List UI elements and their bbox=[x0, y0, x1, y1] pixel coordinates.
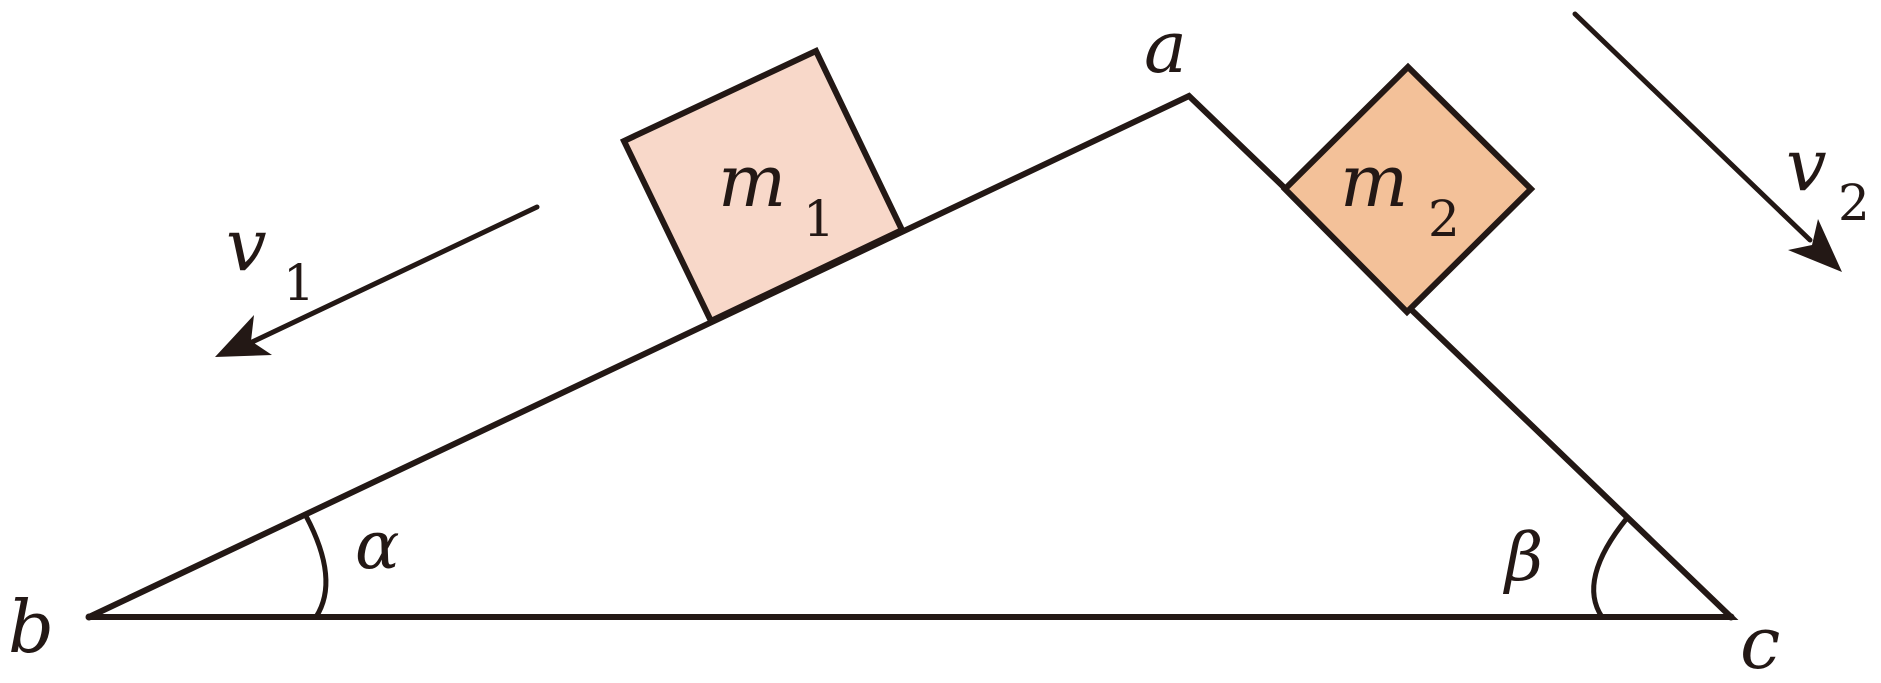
angle-beta-label: β bbox=[1502, 519, 1543, 596]
velocity-v2-subscript: 2 bbox=[1838, 174, 1870, 232]
block-m2-subscript: 2 bbox=[1428, 190, 1460, 248]
block-m1 bbox=[619, 47, 907, 325]
vertex-c-label: c bbox=[1740, 601, 1780, 683]
velocity-v1-label: v bbox=[226, 203, 267, 287]
angle-beta-arc bbox=[1591, 516, 1629, 619]
velocity-v1-arrow-shaft bbox=[247, 204, 540, 346]
angle-alpha-label: α bbox=[355, 507, 400, 584]
velocity-v2-arrow-shaft bbox=[1572, 11, 1813, 243]
velocity-v1-arrowhead bbox=[215, 315, 272, 357]
angle-alpha-arc bbox=[303, 514, 329, 619]
block-m2 bbox=[1280, 62, 1536, 317]
wedge-triangle bbox=[87, 92, 1739, 620]
velocity-v1-subscript: 1 bbox=[283, 254, 315, 312]
velocity-v2-label: v bbox=[1786, 123, 1827, 207]
block-m2-label: m bbox=[1340, 139, 1408, 223]
vertex-c-dot bbox=[1727, 613, 1735, 621]
block-m1-subscript: 1 bbox=[803, 190, 835, 248]
vertex-b-dot bbox=[85, 613, 93, 621]
vertex-b-label: b bbox=[8, 585, 54, 669]
block-m1-label: m bbox=[718, 139, 786, 223]
vertex-a-label: a bbox=[1144, 5, 1187, 89]
velocity-v2-arrowhead bbox=[1788, 219, 1842, 272]
